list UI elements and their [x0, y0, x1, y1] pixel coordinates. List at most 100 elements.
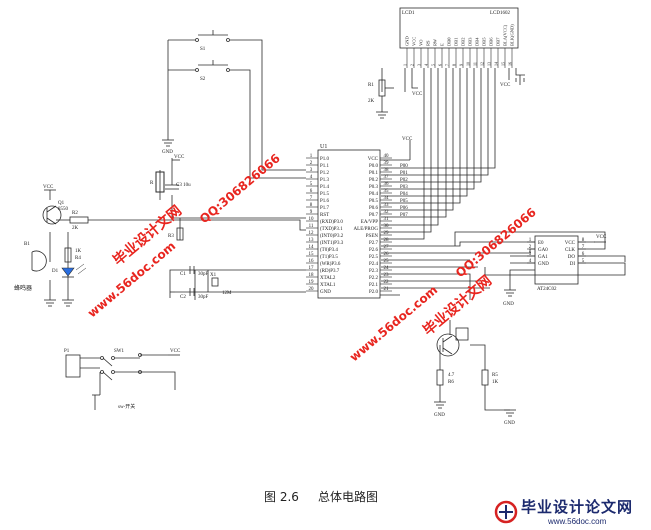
lcd-pin-number: 3 [417, 64, 422, 66]
mcu-right-pin-name: P0.7 [369, 213, 379, 218]
resistor-r1-value: 2K [368, 99, 375, 104]
lcd-pin-number: 12 [480, 62, 485, 66]
mcu-right-pin-name: ALE/PROG [354, 227, 379, 232]
mcu-left-pin-number: 3 [310, 168, 313, 173]
lcd-pin-name: DB2 [461, 37, 466, 46]
p0-net-label: P06 [400, 206, 408, 211]
mcu-left-pin-name: GND [320, 290, 331, 295]
watermark-qq-left: QQ:306826066 [197, 151, 283, 226]
lcd-pin-number: 1 [403, 64, 408, 66]
eeprom-left-pin-name: E0 [538, 241, 544, 246]
lcd-pin-name: RS [426, 40, 431, 46]
lcd-body [399, 7, 519, 49]
resistor-r3 [176, 227, 184, 241]
mcu-body [317, 149, 381, 299]
lcd-pin-name: DB6 [489, 37, 494, 46]
eeprom-body [534, 235, 579, 285]
mcu-right-pin-name: P2.3 [369, 269, 379, 274]
mcu-right-pin-name: P2.1 [369, 283, 379, 288]
switch-s1 [195, 30, 230, 42]
switch-sw1-label: SW1 [114, 349, 125, 354]
lcd-pin-number: 7 [445, 64, 450, 66]
lcd-pin-number: 14 [494, 62, 499, 66]
vcc-label-lcd: VCC [412, 92, 423, 97]
mcu-left-pin-name: P1.6 [320, 199, 330, 204]
mcu-right-pin-number: 29 [384, 231, 390, 236]
mcu-left-pin-name: P1.4 [320, 185, 330, 190]
transistor-q1-label: Q1 [58, 201, 65, 206]
mcu-left-pin-number: 11 [309, 224, 314, 229]
mcu-left-pin-name: P1.7 [320, 206, 330, 211]
led-d1-label: D1 [52, 269, 59, 274]
p0-net-label: P00 [400, 164, 408, 169]
mcu-left-pin-name: P1.5 [320, 192, 330, 197]
capacitor-c2-value: 30pF [198, 295, 209, 300]
wires [49, 39, 626, 411]
reset-key-label: R [150, 181, 154, 186]
p0-net-label: P05 [400, 199, 408, 204]
mcu-right-pin-name: P0.3 [369, 185, 379, 190]
resistor-r4 [64, 247, 72, 263]
lcd-pin-name: DB3 [468, 37, 473, 46]
mcu-right-pin-name: P0.6 [369, 206, 379, 211]
lcd-pin-name: BLK(GND) [510, 24, 515, 46]
vcc-label-eeprom: VCC [596, 235, 607, 240]
mcu-left-pin-name: (RD)P3.7 [320, 269, 340, 274]
mcu-left-pin-name: (TXD)P3.1 [320, 227, 343, 232]
eeprom-left-pin-name: GA0 [538, 248, 548, 253]
mcu-left-pin-number: 19 [309, 280, 315, 285]
mcu-left-pin-name: (T0)P3.4 [320, 248, 338, 253]
mcu-right-pin-number: 38 [384, 168, 390, 173]
mcu-left-pin-name: RST [320, 213, 329, 218]
watermark-qq-right: QQ:306826066 [453, 205, 539, 280]
mcu-right-pin-name: P0.0 [369, 164, 379, 169]
buzzer-b1-label: B1 [24, 242, 30, 247]
watermark-site-right: 毕业设计文网 [420, 272, 495, 339]
mcu-right-pins: VCC40P0.039P0.138P0.237P0.336P0.435P0.53… [354, 154, 392, 295]
mcu-right-pin-number: 40 [384, 154, 390, 159]
lcd-pin-name: BLA(VCC) [503, 24, 508, 46]
eeprom-left-pin-number: 4 [529, 259, 532, 264]
mcu-right-pin-number: 35 [384, 189, 390, 194]
gnd-label-r6: GND [434, 413, 445, 418]
resistor-r6-value: 4.7 [448, 373, 455, 378]
resistor-r2-value: 2K [72, 226, 79, 231]
eeprom-right-pin-name: VCC [565, 241, 576, 246]
capacitor-c1 [189, 266, 195, 274]
mcu-left-pin-name: (INT0)P3.2 [320, 234, 344, 239]
mcu-right-pin-number: 34 [384, 196, 390, 201]
mcu-right-pin-name: P2.4 [369, 262, 379, 267]
eeprom-right-pin-name: DI [570, 262, 576, 267]
lcd-pin-name: DB7 [496, 37, 501, 46]
vcc-label-q1: VCC [43, 185, 54, 190]
transistor-q1 [42, 205, 62, 225]
mcu-right-pin-number: 33 [384, 203, 390, 208]
eeprom-left-pin-number: 3 [529, 252, 532, 257]
lcd-ref: LCD1 [402, 11, 415, 16]
mcu-left-pin-number: 17 [309, 266, 315, 271]
buzzer-name: 蜂鸣器 [14, 284, 32, 292]
mcu-right-pin-name: P0.1 [369, 171, 379, 176]
lcd-pin-name: VCC [412, 37, 417, 46]
eeprom-model: AT24C02 [537, 287, 557, 292]
mcu-right-pin-number: 26 [384, 252, 390, 257]
resistor-r5-value: 1K [492, 380, 499, 385]
resistor-r1 [378, 79, 394, 97]
mcu-left-pin-number: 18 [309, 273, 315, 278]
resistor-r1-label: R1 [368, 83, 374, 88]
figure-title: 总体电路图 [318, 489, 378, 504]
p0-net-label: P01 [400, 171, 408, 176]
lcd-pin-number: 16 [508, 62, 513, 66]
buzzer-b1 [31, 250, 47, 272]
figure-number: 图 2.6 [264, 490, 299, 504]
led-d1 [61, 263, 87, 278]
switch-s2-label: S2 [200, 77, 206, 82]
mcu-right-pin-name: P2.5 [369, 255, 379, 260]
lcd-pin-name: DB4 [475, 37, 480, 46]
vcc-label-power: VCC [170, 349, 181, 354]
eeprom-right-pin-name: CLK [565, 248, 575, 253]
capacitor-c2 [189, 288, 195, 296]
mcu-left-pin-name: (INT1)P3.3 [320, 241, 344, 246]
mcu-right-pin-name: EA/VPP [361, 220, 378, 225]
